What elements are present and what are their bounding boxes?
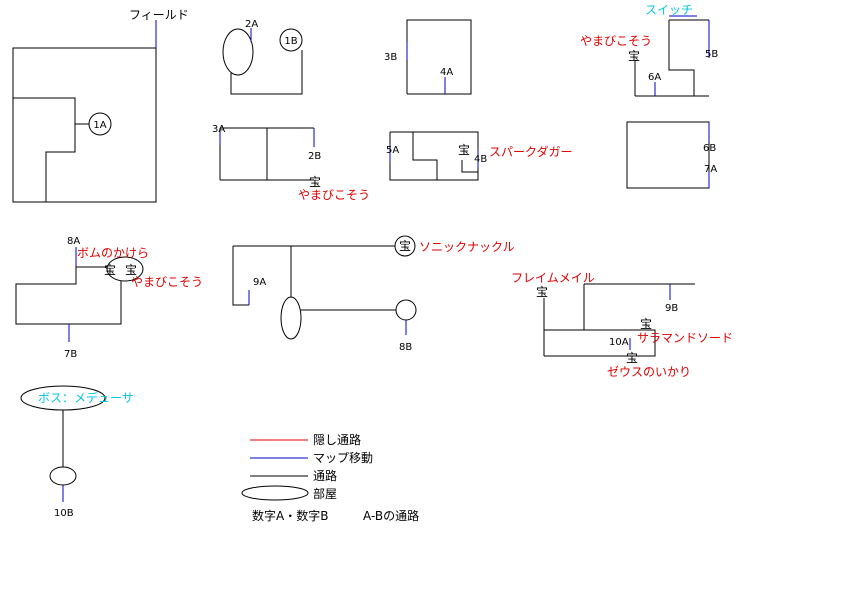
area-10-lower-room [544, 329, 656, 357]
legend-path-label: 通路 [313, 468, 337, 483]
field-room-outline [12, 47, 157, 203]
label-9a: 9A [253, 277, 266, 288]
room-10b-oval [49, 466, 77, 486]
area-5: 2B 3A 宝 やまびこそう [212, 124, 370, 202]
path-2 [230, 50, 303, 95]
room-2a-oval [222, 28, 254, 76]
label-10a: 10A [609, 337, 629, 348]
area-6-inner-wall-2 [461, 160, 478, 173]
legend-note-left: 数字A・数字B [252, 508, 328, 523]
area-7-outline [626, 121, 710, 189]
item-sonic-knuckle: ソニックナックル [419, 240, 515, 254]
item-yamabiko-2: やまびこそう [298, 188, 370, 202]
treasure-area8-b: 宝 [125, 263, 137, 277]
area-8-outline [15, 267, 122, 325]
label-1b: 1B [284, 36, 297, 47]
treasure-area5: 宝 [309, 175, 321, 189]
label-5b: 5B [705, 49, 718, 60]
label-9b: 9B [665, 303, 678, 314]
label-3a: 3A [212, 124, 225, 135]
label-field: フィールド [129, 8, 189, 22]
item-switch: スイッチ [645, 3, 693, 17]
area-boss: ボス：メデューサ 10B [20, 385, 134, 519]
area-10: フレイムメイル 宝 9B 10A 宝 サラマンドソード 宝 ゼウスのいかり [511, 271, 733, 379]
legend-room-oval [241, 485, 309, 501]
room-1a [88, 112, 112, 136]
treasure-area8-a: 宝 [104, 263, 116, 277]
legend-hidden-label: 隠し通路 [313, 432, 361, 447]
label-8b: 8B [399, 342, 412, 353]
treasure-area6: 宝 [458, 143, 470, 157]
item-zeus-ikari: ゼウスのいかり [607, 365, 691, 379]
item-flame-mail: フレイムメイル [511, 271, 595, 285]
room-8b [395, 299, 417, 321]
label-4a: 4A [440, 67, 453, 78]
room-8-oval [106, 256, 144, 282]
area-3: 3B 4A [384, 19, 472, 95]
area-6: 5A 4B 宝 スパークダガー [386, 131, 573, 181]
switch-inner-wall [668, 20, 695, 96]
label-8a: 8A [67, 236, 80, 247]
treasure-switch: 宝 [628, 49, 640, 63]
area-6-inner-wall [412, 132, 438, 180]
legend-room-label: 部屋 [313, 486, 337, 501]
label-10b: 10B [54, 508, 74, 519]
legend-map-move-label: マップ移動 [313, 451, 373, 465]
legend-note-right: A-Bの通路 [363, 508, 419, 523]
label-2b: 2B [308, 151, 321, 162]
label-4b: 4B [474, 154, 487, 165]
field-inner-wall [13, 97, 76, 202]
item-yamabiko-3: やまびこそう [131, 275, 203, 289]
label-7b: 7B [64, 349, 77, 360]
area-switch: スイッチ 5B 6A 宝 やまびこそう [580, 3, 718, 97]
room-9-oval [280, 296, 302, 340]
area-6-outline [389, 131, 479, 181]
area-7: 6B 7A [626, 121, 717, 189]
area-field: 1A フィールド [12, 8, 189, 203]
label-2a: 2A [245, 19, 258, 30]
label-5a: 5A [386, 145, 399, 156]
label-6b: 6B [703, 143, 716, 154]
treasure-area10-bottom: 宝 [626, 351, 638, 365]
area-2: 2A 1B [222, 19, 303, 95]
treasure-area10-top: 宝 [536, 285, 548, 299]
item-bom-no-kakera: ボムのかけら [77, 246, 149, 260]
room-1b [279, 28, 303, 52]
area-3-outline [406, 19, 472, 95]
room-treasure-sonic [394, 235, 416, 257]
area-8: 8A 宝 宝 7B ボムのかけら やまびこそう [15, 236, 203, 360]
legend: 隠し通路 マップ移動 通路 部屋 数字A・数字B A-Bの通路 [241, 432, 419, 523]
treasure-area9-top: 宝 [399, 239, 411, 253]
area-9-left [232, 246, 249, 306]
item-boss: ボス：メデューサ [38, 390, 134, 405]
label-1a: 1A [93, 120, 106, 131]
label-6a: 6A [648, 72, 661, 83]
label-3b: 3B [384, 52, 397, 63]
treasure-area10-mid: 宝 [640, 317, 652, 331]
item-spark-dagger: スパークダガー [489, 144, 573, 159]
label-7a: 7A [704, 164, 717, 175]
area-9: 宝 ソニックナックル 9A 8B [232, 235, 515, 353]
item-salamand-sword: サラマンドソード [637, 331, 733, 345]
item-yamabiko-1: やまびこそう [580, 34, 652, 48]
